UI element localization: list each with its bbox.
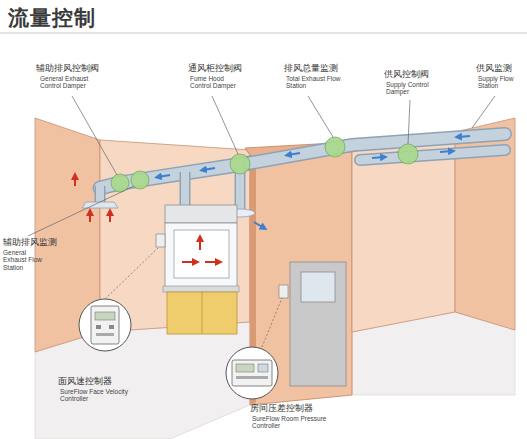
- title: 流量控制: [8, 4, 96, 32]
- title-rule: [0, 32, 527, 34]
- callout-label: 房间压差控制器: [250, 404, 313, 414]
- callout-label-en: SureFlow Face Velocity Controller: [60, 388, 130, 403]
- callout-label-en: SureFlow Room Pressure Controller: [252, 415, 338, 430]
- flow-station: [111, 137, 418, 192]
- callout-label-en: General Exhaust Flow Station: [3, 249, 49, 271]
- callout-label: 辅助排风监测: [3, 238, 57, 248]
- callout-label: 排风总量监测: [284, 64, 338, 74]
- callout-label: 辅助排风控制阀: [36, 64, 99, 74]
- callout-label-en: Supply Control Damper: [386, 81, 444, 96]
- partition-wall: [250, 152, 352, 405]
- callout-label: 面风速控制器: [58, 377, 112, 387]
- callout-label-en: Fume Hood Control Damper: [190, 75, 246, 90]
- airflow-arrows: [75, 136, 470, 228]
- callout-label: 供风控制阀: [384, 70, 429, 80]
- callout-label: 通风柜控制阀: [188, 64, 242, 74]
- callout-label: 供风监测: [476, 64, 512, 74]
- duct: [82, 134, 505, 217]
- leader-line: [28, 96, 495, 347]
- callout-label-en: Total Exhaust Flow Station: [286, 75, 346, 90]
- callout-label-en: Supply Flow Station: [478, 75, 522, 90]
- fume-hood: [156, 205, 239, 334]
- callout-label-en: General Exhaust Control Damper: [40, 75, 106, 90]
- door: [279, 262, 346, 386]
